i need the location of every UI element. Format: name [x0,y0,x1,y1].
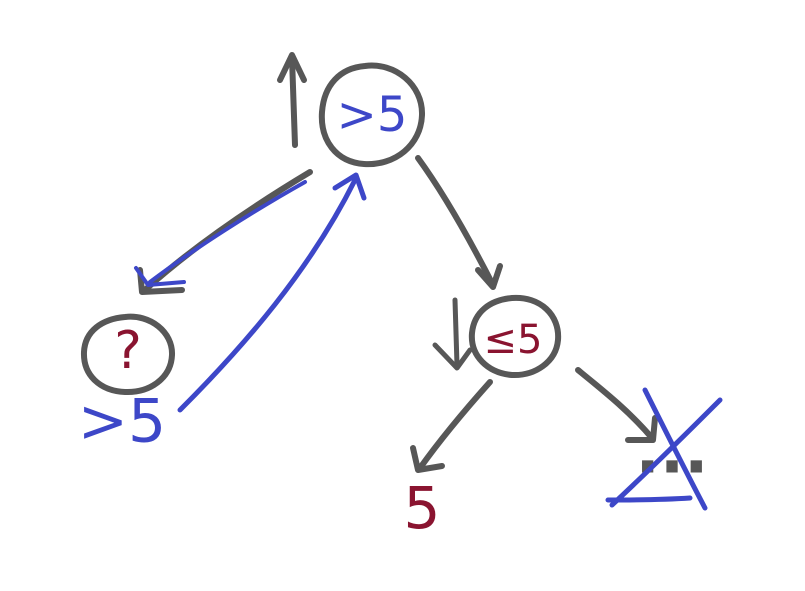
left-result-label: >5 [78,387,166,457]
upward-arrow [277,52,307,148]
right-node: ≤5 [468,294,562,379]
root-node-label: >5 [337,87,408,143]
left-node: ? [80,313,176,396]
leaf-value-label: 5 [404,474,441,542]
gray-arrow-to-leaf [410,379,493,473]
gray-arrow-to-ellipsis [575,367,658,443]
blue-arrow-root-to-left [134,180,307,287]
blue-return-arrow [177,172,367,413]
gray-arrow-root-to-right [415,155,503,290]
root-node: >5 [318,62,426,168]
blue-cross-out [605,387,723,511]
left-node-label: ? [114,321,142,381]
small-down-arrow [432,297,473,371]
right-node-label: ≤5 [484,317,543,363]
